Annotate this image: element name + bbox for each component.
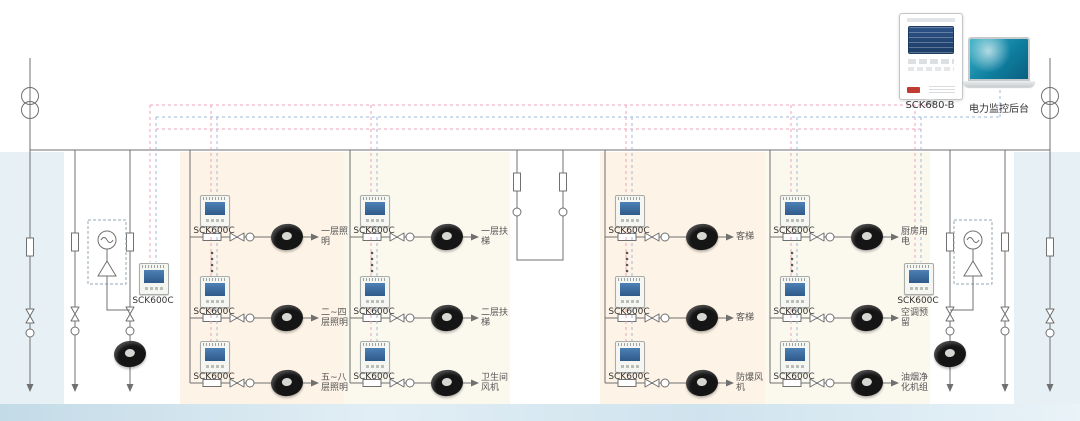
feeder-label: 厨房用电 — [901, 227, 929, 247]
sck600c-meter — [615, 276, 645, 308]
meter-label: SCK600C — [353, 372, 395, 382]
meter-label: SCK600C — [132, 296, 174, 306]
feeder-label: 油烟净化机组 — [901, 373, 929, 393]
sck600c-meter — [200, 195, 230, 227]
meter-label: SCK600C — [773, 372, 815, 382]
meter-label: SCK600C — [608, 226, 650, 236]
feeder-label: 防爆风机 — [736, 373, 764, 393]
feeder-label: 二~四层照明 — [321, 308, 349, 328]
bus-coupler — [512, 150, 568, 261]
meter-label: SCK600C — [353, 226, 395, 236]
feeder-label: 空调预留 — [901, 308, 929, 328]
generator-right-icon — [950, 219, 993, 311]
meter-label: SCK600C — [773, 307, 815, 317]
sck600c-meter — [360, 276, 390, 308]
bottom-accent-bar — [0, 404, 1080, 421]
meter-label: SCK600C — [193, 226, 235, 236]
meter-label: SCK600C — [897, 296, 939, 306]
sck600c-meter — [780, 341, 810, 373]
sck600c-meter — [780, 276, 810, 308]
feeder-label: 客梯 — [736, 313, 755, 323]
backend-laptop — [963, 37, 1035, 89]
laptop-base — [963, 81, 1035, 87]
sck600c-meter — [615, 195, 645, 227]
backend-label: 电力监控后台 — [969, 104, 1029, 115]
sck680b-device — [899, 13, 963, 105]
feeder-label: 客梯 — [736, 232, 755, 242]
device-buttons-row1 — [908, 59, 954, 64]
brand-logo — [907, 87, 920, 93]
laptop-screen — [968, 37, 1030, 81]
sck600c-meter — [360, 195, 390, 227]
comm-lines-blue — [155, 90, 1001, 342]
meter-label: SCK600C — [193, 372, 235, 382]
meter-label: SCK600C — [193, 307, 235, 317]
device-buttons-row2 — [908, 67, 954, 71]
sck600c-meter — [360, 341, 390, 373]
meter-label: SCK600C — [608, 372, 650, 382]
feeder-label: 一层照明 — [321, 227, 349, 247]
device-text-lines — [929, 86, 955, 94]
sck600c-meter — [139, 263, 169, 295]
device-connector — [926, 99, 935, 105]
sck600c-meter — [200, 276, 230, 308]
sck600c-meter — [904, 263, 934, 295]
meter-label: SCK600C — [608, 307, 650, 317]
device-screen — [908, 26, 954, 54]
utility-incomer-left-icon — [22, 58, 39, 392]
sck600c-meter — [780, 195, 810, 227]
sck600c-meter — [615, 341, 645, 373]
feeder-label: 五~八层照明 — [321, 373, 349, 393]
panel-utility-right — [1014, 152, 1080, 404]
sck600c-meter — [200, 341, 230, 373]
generator-left-icon — [87, 219, 130, 311]
feeder-label: 卫生间风机 — [481, 373, 509, 393]
comm-lines-pink — [149, 97, 935, 342]
feeder-group-1-wiring — [189, 150, 319, 387]
feeder-group-4-wiring — [769, 150, 899, 387]
device-title-strip — [907, 18, 955, 22]
meter-label: SCK600C — [773, 226, 815, 236]
utility-incomer-right-icon — [1042, 58, 1059, 392]
feeder-group-3-wiring — [604, 150, 734, 387]
panel-utility-left — [0, 152, 64, 404]
gateway-label: SCK680-B — [905, 100, 955, 111]
feeder-label: 二层扶梯 — [481, 308, 509, 328]
meter-label: SCK600C — [353, 307, 395, 317]
feeder-group-2-wiring — [349, 150, 479, 387]
feeder-label: 一层扶梯 — [481, 227, 509, 247]
